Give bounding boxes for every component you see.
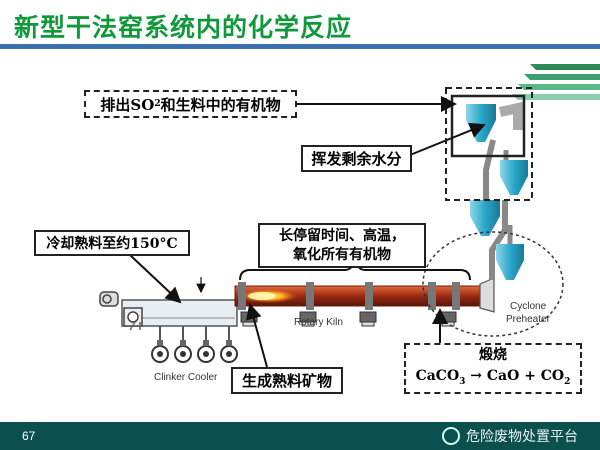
watermark: 危险废物处置平台 — [442, 426, 578, 446]
cooler-fans — [151, 325, 238, 363]
title-divider — [0, 44, 600, 49]
calcine-eq-arrow: → — [470, 367, 483, 384]
page-title: 新型干法窑系统内的化学反应 — [14, 13, 353, 42]
upper-cyclone-group — [445, 87, 533, 201]
decorative-stripes — [512, 64, 600, 100]
so2-label-sub: 2 — [154, 99, 161, 109]
calcine-label-box: 煅烧 CaCO3 → CaO + CO2 — [404, 343, 582, 394]
long-stay-label-box: 长停留时间、高温， 氧化所有有机物 — [258, 223, 426, 268]
top-cyclone-highlight — [450, 94, 526, 158]
calcine-title: 煅烧 — [479, 346, 507, 363]
calcine-eq-a: CaCO — [415, 367, 460, 384]
water-label: 挥发剩余水分 — [311, 150, 402, 168]
water-label-box: 挥发剩余水分 — [301, 145, 412, 172]
calcine-eq-a-sub: 3 — [459, 376, 466, 387]
long-stay-line-2: 氧化所有有机物 — [293, 246, 391, 263]
cooling-label: 冷却熟料至约150°C — [46, 236, 178, 252]
rotary-kiln-label: Rotary Kiln — [294, 317, 343, 328]
cyclone-highlight-ellipse — [422, 231, 564, 337]
calcine-eq-b: CaO + CO — [486, 367, 565, 384]
watermark-text: 危险废物处置平台 — [466, 429, 578, 445]
clinker-mineral-label-box: 生成熟料矿物 — [231, 367, 343, 394]
cyclone-label: Cyclone — [510, 301, 547, 312]
so2-label-suffix: 和生料中的有机物 — [160, 95, 281, 114]
rotary-kiln — [234, 277, 495, 327]
so2-label-prefix: 排出SO — [100, 95, 155, 114]
cooling-label-box: 冷却熟料至约150°C — [34, 230, 190, 256]
clinker-mineral-label: 生成熟料矿物 — [241, 372, 332, 390]
clinker-cooler — [99, 291, 238, 331]
footer-bar: 67 危险废物处置平台 — [0, 422, 600, 450]
long-stay-line-1: 长停留时间、高温， — [279, 227, 405, 244]
wechat-logo-icon — [442, 427, 460, 445]
preheater-label: Preheater — [506, 314, 550, 325]
page-number: 67 — [22, 429, 36, 443]
cyclone-preheater — [466, 101, 528, 280]
clinker-cooler-label: Clinker Cooler — [154, 372, 218, 383]
calcine-equation: CaCO3 → CaO + CO2 — [416, 366, 571, 393]
calcine-eq-b-sub: 2 — [564, 376, 571, 387]
